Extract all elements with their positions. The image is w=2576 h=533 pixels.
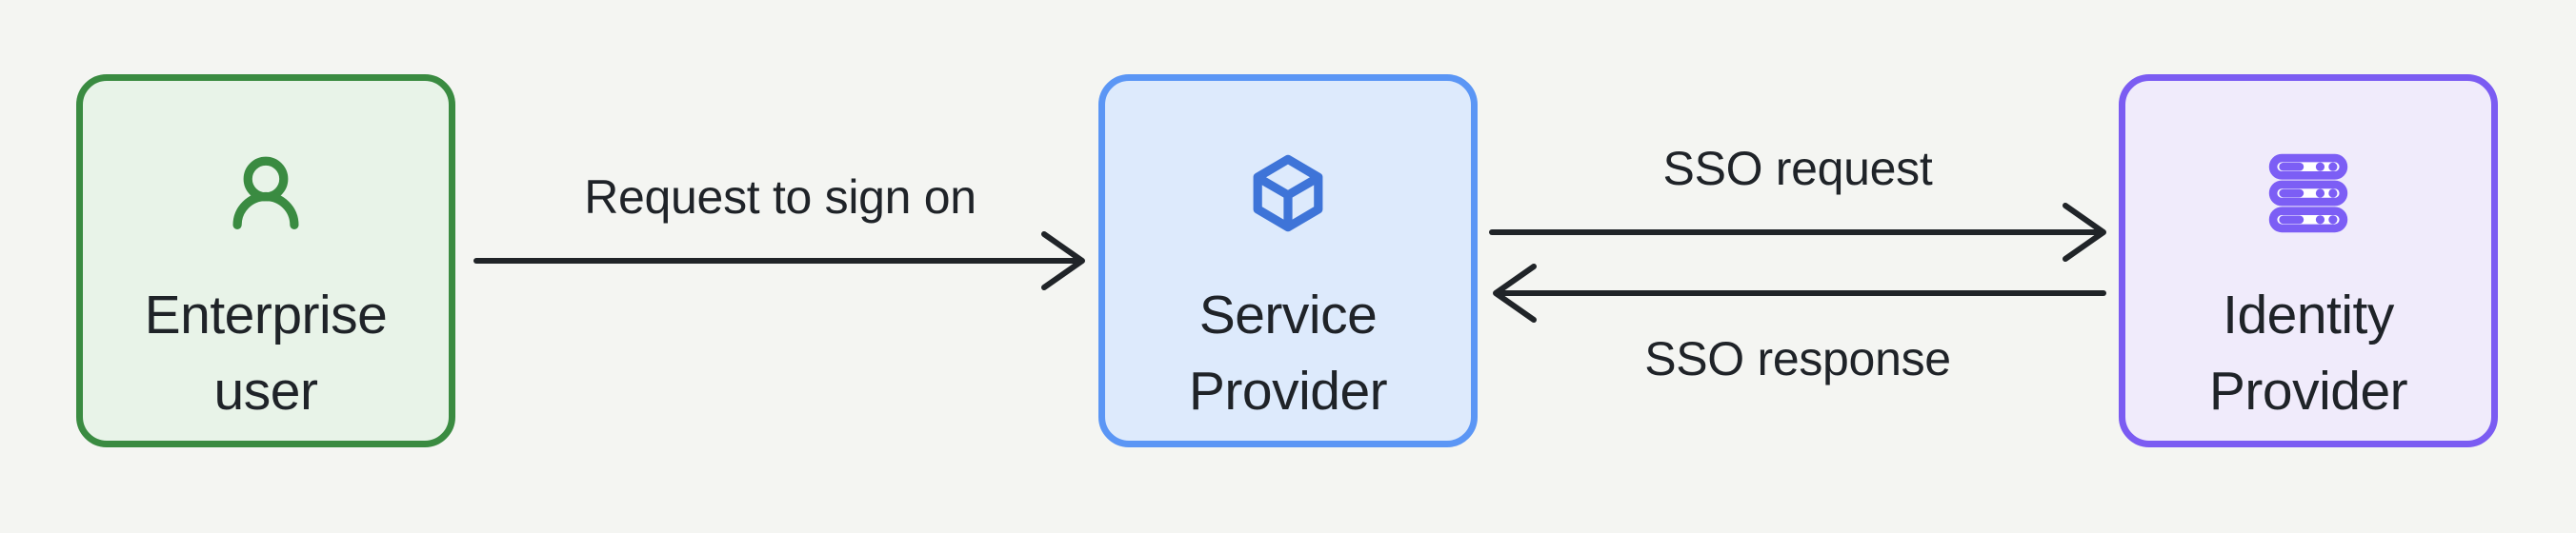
node-service-provider: Service Provider [1098, 74, 1478, 447]
arrow-sso-request [1489, 203, 2106, 262]
user-icon [232, 156, 299, 229]
node-label-line: Provider [1188, 361, 1388, 422]
node-label-line: Identity [2223, 285, 2394, 345]
node-label-line: Service [1198, 285, 1378, 345]
arrow-sso-response [1493, 264, 2106, 323]
cube-icon [1253, 154, 1323, 232]
node-identity-provider: Identity Provider [2119, 74, 2498, 447]
node-label-line: Enterprise [144, 285, 388, 345]
edge-label-sso-request: SSO request [1662, 142, 1933, 195]
node-label-line: user [213, 361, 318, 422]
server-stack-icon [2268, 153, 2348, 233]
edge-label-sso-response: SSO response [1644, 332, 1951, 385]
node-label: Enterprise user [145, 277, 388, 429]
node-label: Service Provider [1188, 277, 1388, 429]
arrow-request-to-sign-on [473, 231, 1085, 290]
edge-label-request-to-sign-on: Request to sign on [584, 170, 976, 224]
node-enterprise-user: Enterprise user [76, 74, 455, 447]
node-label: Identity Provider [2208, 277, 2408, 429]
node-label-line: Provider [2208, 361, 2408, 422]
